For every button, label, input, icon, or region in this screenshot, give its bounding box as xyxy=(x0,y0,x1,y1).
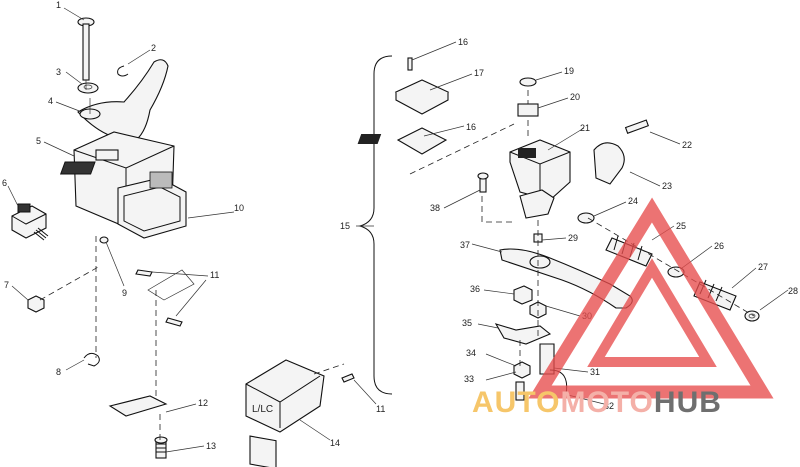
callout-2: 2 xyxy=(151,43,156,53)
callout-1: 1 xyxy=(56,0,61,10)
part-4-lever xyxy=(77,59,169,141)
part-14-switch xyxy=(245,359,325,467)
watermark-word-auto: AUTO xyxy=(472,386,561,419)
callout-27: 27 xyxy=(758,262,768,272)
callout-33: 33 xyxy=(464,374,474,384)
part-11-screws xyxy=(135,269,183,327)
callout-9: 9 xyxy=(122,288,127,298)
callout-35: 35 xyxy=(462,318,472,328)
callout-16b: 16 xyxy=(466,122,476,132)
callout-38: 38 xyxy=(430,203,440,213)
callout-19: 19 xyxy=(564,66,574,76)
part-8-clip xyxy=(83,352,100,367)
callout-10: 10 xyxy=(234,203,244,213)
callout-5: 5 xyxy=(36,136,41,146)
callout-36: 36 xyxy=(470,284,480,294)
part-35-bracket xyxy=(494,323,552,345)
callout-32: 32 xyxy=(604,401,614,411)
callout-16a: 16 xyxy=(458,37,468,47)
callout-20: 20 xyxy=(570,92,580,102)
callout-25: 25 xyxy=(676,221,686,231)
callout-26: 26 xyxy=(714,241,724,251)
part-18-diaphragm xyxy=(396,127,448,155)
part-5-housing xyxy=(59,131,187,239)
watermark-logo-text: AUTOMOTOHUB xyxy=(472,386,722,420)
part-13-bolt xyxy=(154,436,168,459)
part-6-connector xyxy=(11,203,49,241)
callout-21: 21 xyxy=(580,123,590,133)
callout-37: 37 xyxy=(460,240,470,250)
callout-24: 24 xyxy=(628,196,638,206)
callout-17: 17 xyxy=(474,68,484,78)
part-12-plate xyxy=(108,395,168,417)
callout-15: 15 xyxy=(340,221,350,231)
part-3-washer xyxy=(77,82,99,94)
callout-11b: 11 xyxy=(376,404,385,414)
callout-leaders xyxy=(7,7,789,453)
callout-28: 28 xyxy=(788,286,798,296)
callout-12: 12 xyxy=(198,398,208,408)
watermark-word-moto: MOTO xyxy=(560,386,654,419)
right-assembly xyxy=(357,57,760,401)
callout-29: 29 xyxy=(568,233,578,243)
part-1-bolt xyxy=(77,17,95,81)
callout-3: 3 xyxy=(56,67,61,77)
callout-34: 34 xyxy=(466,348,476,358)
callout-22: 22 xyxy=(682,140,692,150)
group-brace xyxy=(358,55,393,395)
callout-13: 13 xyxy=(206,441,216,451)
callout-7: 7 xyxy=(4,280,9,290)
part-23-clamp xyxy=(593,142,625,185)
callout-31: 31 xyxy=(590,367,600,377)
watermark-word-hub: HUB xyxy=(653,386,722,419)
callout-11a: 11 xyxy=(210,270,219,280)
part-9-washer xyxy=(99,236,109,244)
callout-23: 23 xyxy=(662,181,672,191)
watermark-logo-mark xyxy=(528,197,774,399)
callout-6: 6 xyxy=(2,178,7,188)
callout-numbers: 1 2 3 4 5 6 7 8 9 10 11 11 12 13 14 15 1… xyxy=(2,0,798,451)
callout-4: 4 xyxy=(48,96,53,106)
switch-label: L/LC xyxy=(252,404,273,415)
callout-8: 8 xyxy=(56,367,61,377)
part-2-clip xyxy=(117,65,129,77)
part-7-nut xyxy=(27,295,45,313)
left-assembly: L/LC xyxy=(11,17,355,467)
callout-14: 14 xyxy=(330,438,340,448)
